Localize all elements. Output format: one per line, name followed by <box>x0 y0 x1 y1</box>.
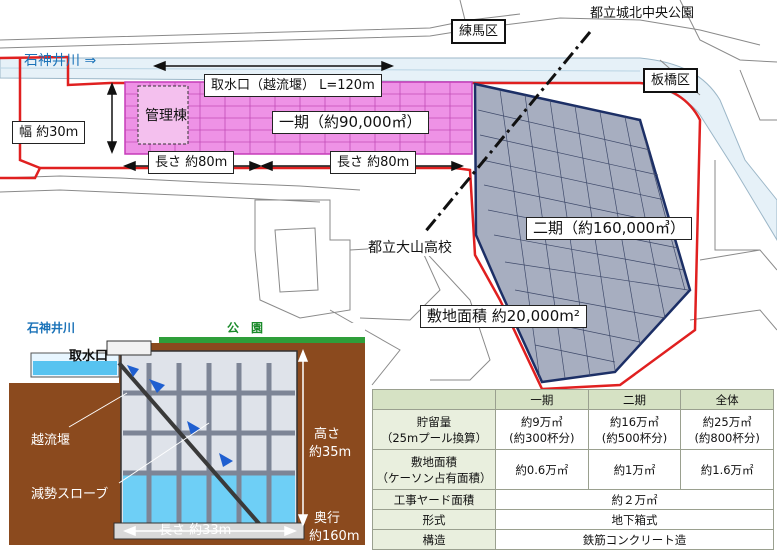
river-label: 石神井川 ⇒ <box>24 53 97 69</box>
table-cell: 約9万㎥(約300杯分) <box>495 409 589 450</box>
length2-label: 長さ 約80m <box>330 151 417 174</box>
project-boundary-left <box>18 58 41 170</box>
length1-label: 長さ 約80m <box>148 151 235 174</box>
section-slope-label: 減勢スローブ <box>31 487 109 502</box>
table-cell: 約25万㎥(約800杯分) <box>680 409 774 450</box>
section-height-value: 約35m <box>309 445 352 460</box>
table-cell: 約1万㎡ <box>587 449 682 490</box>
table-header-cell: 二期 <box>587 389 682 410</box>
section-depth-label: 奥行 <box>314 511 341 526</box>
section-height-label: 高さ <box>314 427 341 442</box>
intake-label: 取水口（越流堰） L=120m <box>204 74 382 97</box>
section-depth-value: 約160m <box>309 529 360 544</box>
table-row: 工事ヤード面積 約２万㎡ <box>372 489 774 510</box>
school-label: 都立大山高校 <box>368 240 452 256</box>
row-header-yard: 工事ヤード面積 <box>372 489 496 510</box>
phase1-label: 一期（約90,000㎥） <box>272 111 429 134</box>
section-length-label: 長さ 約33m <box>159 523 232 538</box>
management-building-label: 管理棟 <box>145 108 187 124</box>
table-cell: 約1.6万㎡ <box>680 449 774 490</box>
row-header-structure: 構造 <box>372 529 496 550</box>
section-diagram: 石神井川 公 園 取水口 越流堰 減勢スローブ 高さ 約35m 奥行 約160m… <box>9 321 365 545</box>
row-header-site-area: 敷地面積（ケーソン占有面積） <box>372 449 496 490</box>
table-row: 形式 地下箱式 <box>372 509 774 530</box>
section-park-label: 公 園 <box>227 321 264 335</box>
park-label: 都立城北中央公園 <box>590 6 695 21</box>
table-cell: 約16万㎥(約500杯分) <box>587 409 682 450</box>
section-intake-label: 取水口 <box>69 349 109 364</box>
table-cell: 地下箱式 <box>495 509 774 530</box>
table-header-row: 一期 二期 全体 <box>372 389 774 410</box>
phase2-label: 二期（約160,000㎥） <box>526 217 693 240</box>
spec-table: 一期 二期 全体 貯留量（25mプール換算） 約9万㎥(約300杯分) 約16万… <box>372 389 774 550</box>
ward-boundary-line <box>423 31 592 233</box>
table-cell: 鉄筋コンクリート造 <box>495 529 774 550</box>
itabashi-ward-label: 板橋区 <box>643 68 699 93</box>
table-header-empty <box>372 389 496 410</box>
table-row: 敷地面積（ケーソン占有面積） 約0.6万㎡ 約1万㎡ 約1.6万㎡ <box>372 449 774 490</box>
table-row: 貯留量（25mプール換算） 約9万㎥(約300杯分) 約16万㎥(約500杯分)… <box>372 409 774 450</box>
table-header-cell: 全体 <box>680 389 774 410</box>
section-river-label: 石神井川 <box>27 321 76 335</box>
table-header-cell: 一期 <box>495 389 589 410</box>
table-row: 構造 鉄筋コンクリート造 <box>372 529 774 550</box>
river-center-line <box>0 67 641 72</box>
row-header-storage: 貯留量（25mプール換算） <box>372 409 496 450</box>
section-weir-label: 越流堰 <box>31 433 71 448</box>
table-cell: 約２万㎡ <box>495 489 774 510</box>
row-header-type: 形式 <box>372 509 496 530</box>
table-cell: 約0.6万㎡ <box>495 449 589 490</box>
section-graphic <box>9 323 365 545</box>
nerima-ward-label: 練馬区 <box>451 19 507 44</box>
project-boundary <box>0 55 702 391</box>
site-area-label: 敷地面積 約20,000m² <box>420 305 587 328</box>
width-label: 幅 約30m <box>12 121 86 144</box>
